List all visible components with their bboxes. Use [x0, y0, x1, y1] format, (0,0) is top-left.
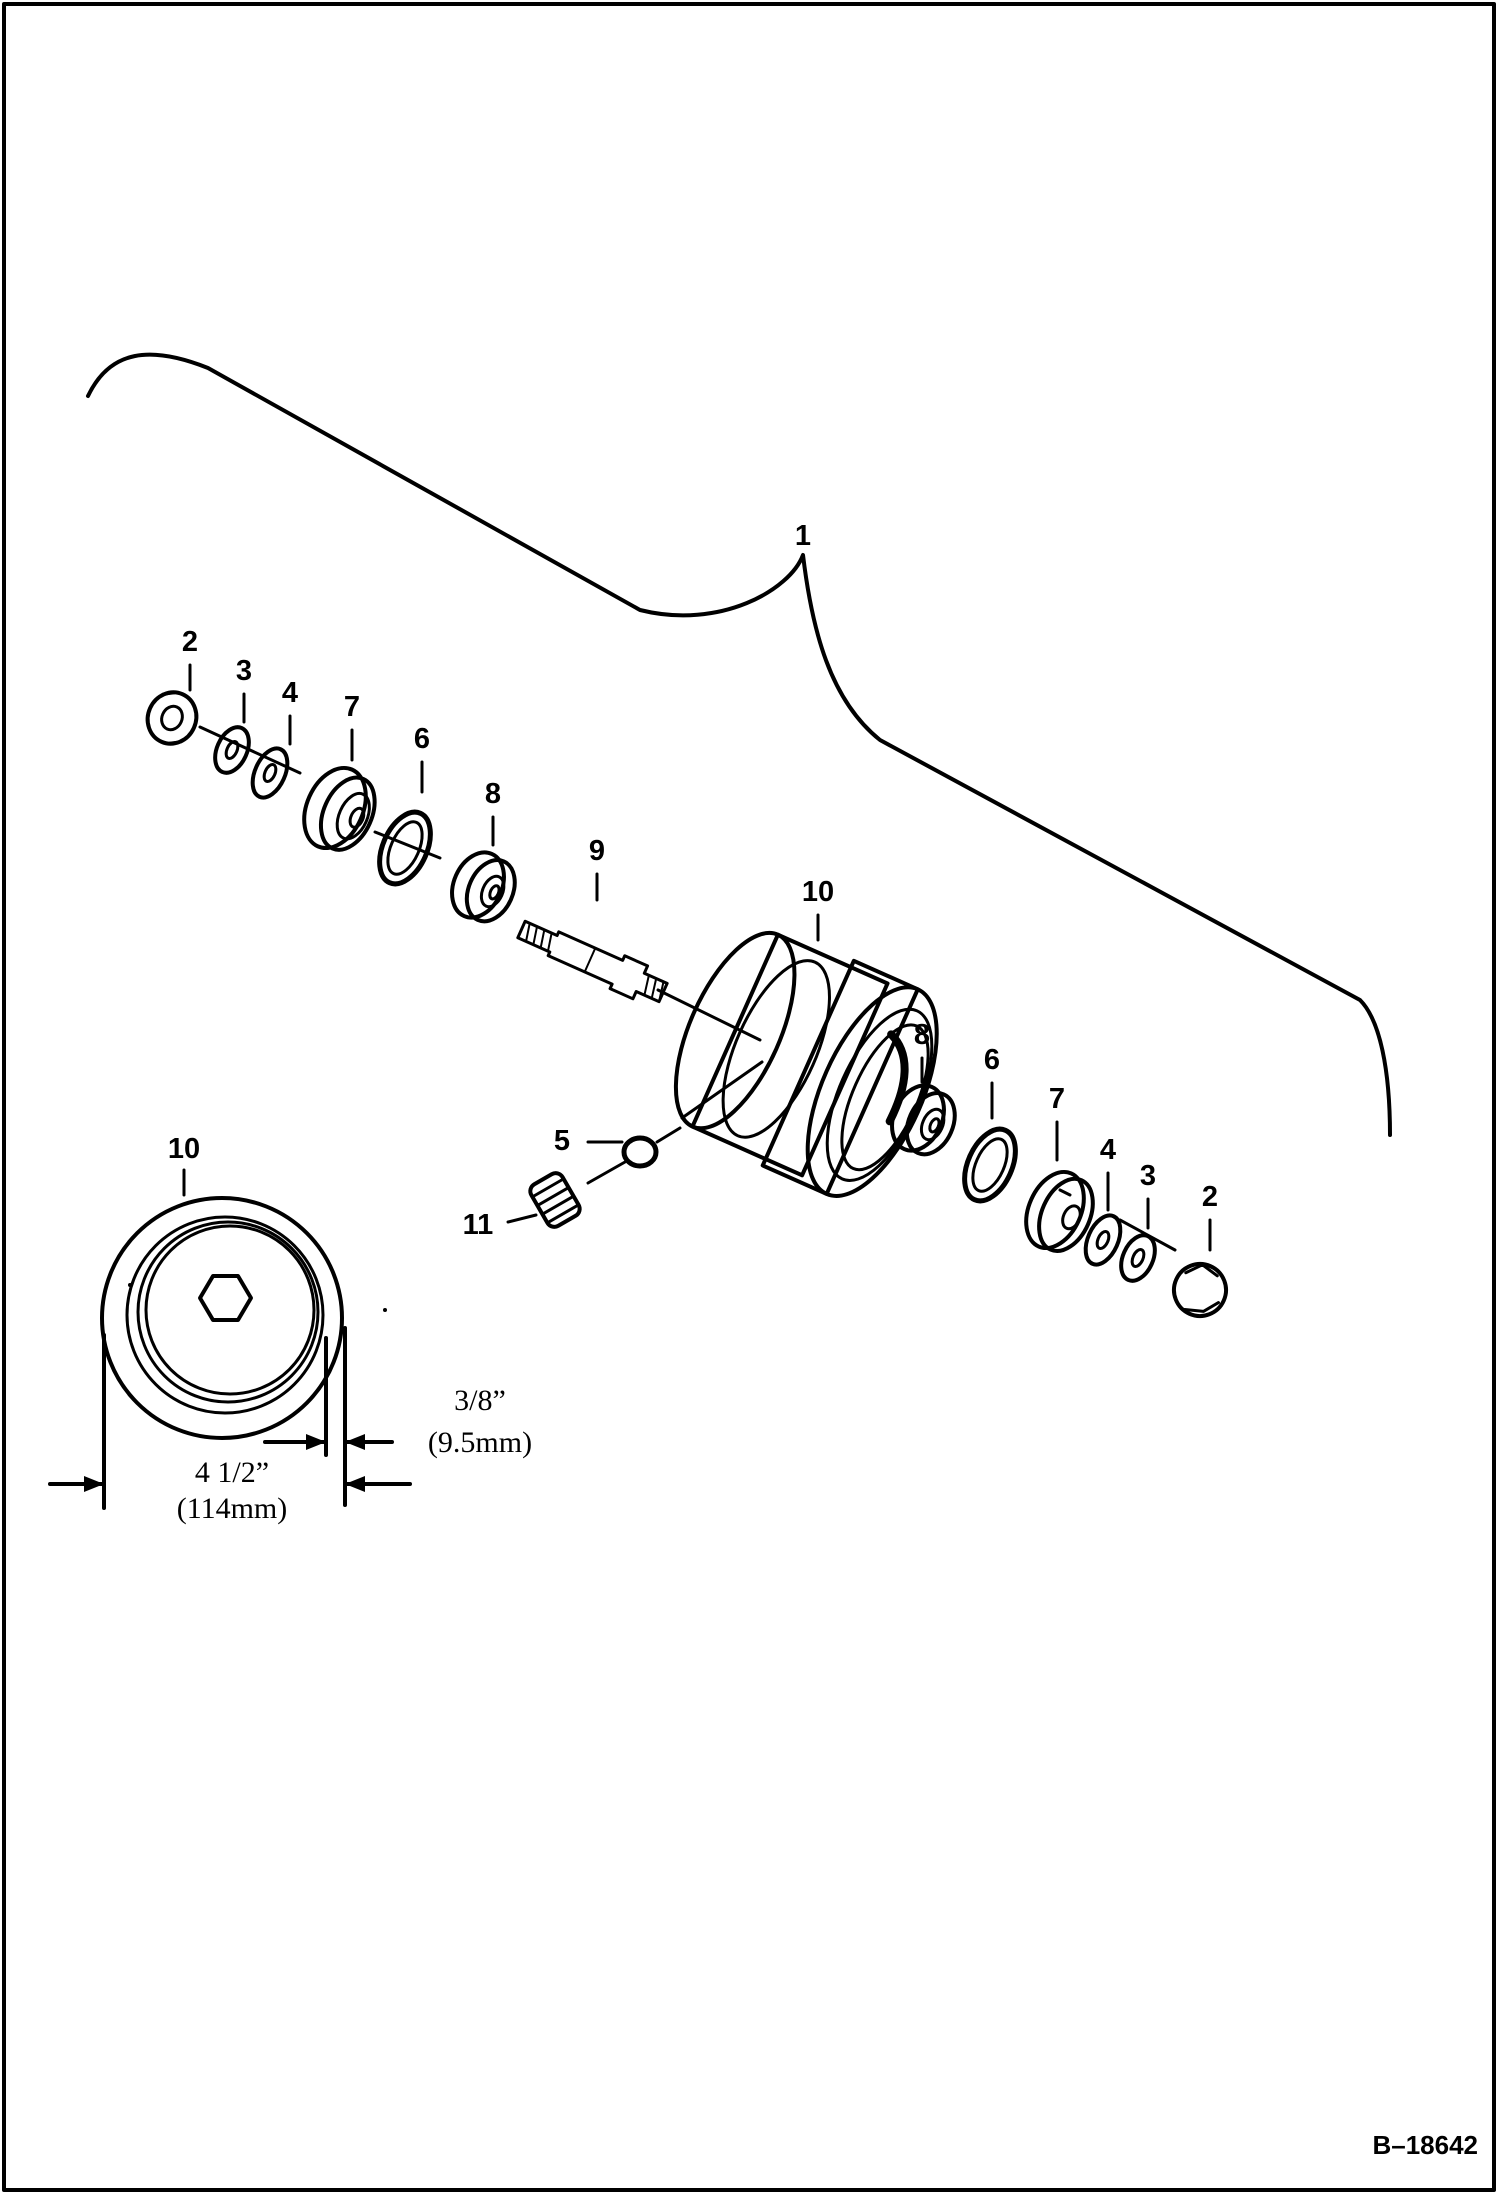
bearing-right: [890, 1083, 957, 1157]
leader-lines: [188, 663, 1212, 1252]
lock-washer-right: [1119, 1233, 1157, 1283]
callout-oring: 5: [554, 1125, 570, 1157]
callout-left-ring: 6: [414, 723, 430, 755]
lock-washer-left: [213, 725, 251, 775]
callout-roller: 10: [802, 876, 834, 908]
callout-right-ring: 6: [984, 1044, 1000, 1076]
o-ring: [621, 1135, 659, 1169]
bearing-cap-right: [1024, 1169, 1095, 1253]
callout-right-washer-4: 4: [1100, 1134, 1116, 1166]
plug: [528, 1171, 582, 1229]
assembly-brace: [86, 352, 1392, 1137]
callout-left-cap: 7: [344, 691, 360, 723]
shaft: [516, 919, 669, 1004]
figure-code: B–18642: [1372, 2130, 1478, 2160]
snap-ring-right: [962, 1126, 1018, 1204]
roller: [673, 930, 939, 1198]
acorn-nut-left: [145, 690, 199, 746]
callout-shaft: 9: [589, 835, 605, 867]
acorn-nut-right: [1172, 1262, 1228, 1318]
callout-right-cap: 7: [1049, 1083, 1065, 1115]
roller-detail-view: 10: [100, 1133, 387, 1440]
snap-ring-left: [377, 809, 433, 887]
dim-width-mm: (114mm): [177, 1492, 288, 1525]
dim-width-in: 4 1/2”: [195, 1456, 269, 1489]
callout-assembly: 1: [795, 520, 811, 552]
dimension-flange: 3/8” (9.5mm): [263, 1336, 532, 1492]
flat-washer-left: [250, 746, 290, 800]
callout-right-nut: 2: [1202, 1181, 1218, 1213]
callout-detail-roller: 10: [168, 1133, 200, 1165]
callout-right-washer-3: 3: [1140, 1160, 1156, 1192]
callout-left-washer-4: 4: [282, 677, 298, 709]
hex-socket-icon: [198, 1274, 253, 1322]
flat-washer-right: [1083, 1213, 1123, 1267]
dim-flange-in: 3/8”: [454, 1384, 506, 1417]
callout-right-bearing: 8: [914, 1019, 930, 1051]
dim-flange-mm: (9.5mm): [428, 1426, 532, 1459]
plug-install-line: [586, 1060, 764, 1185]
bearing-cap-left: [302, 765, 377, 852]
dimension-width: 4 1/2” (114mm): [48, 1326, 347, 1525]
callout-left-nut: 2: [182, 626, 198, 658]
assembly-axis: [198, 725, 1177, 1252]
callout-plug: 11: [463, 1209, 494, 1241]
callout-left-washer-3: 3: [236, 655, 252, 687]
callout-left-bearing: 8: [485, 778, 501, 810]
bearing-left: [450, 850, 517, 924]
